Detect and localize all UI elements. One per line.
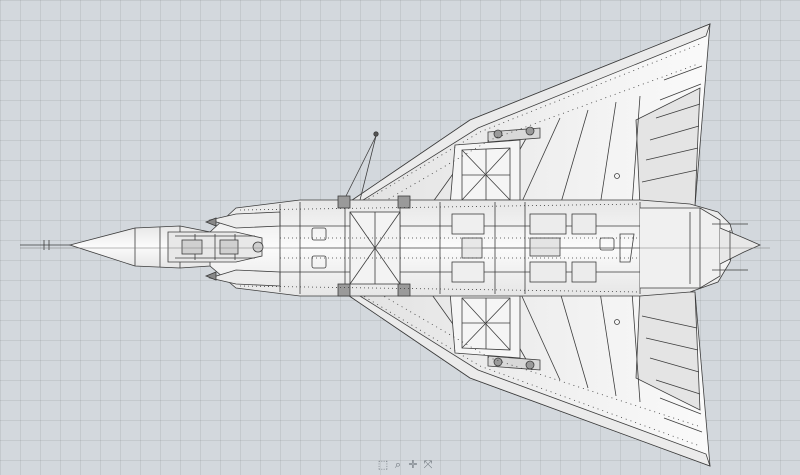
navigation-toolbar: ⬚ ⌕ ✛ ⤧ [376,457,435,473]
fuselage [20,195,761,297]
zoom-window-icon[interactable]: ⬚ [377,458,389,471]
zoom-extents-icon[interactable]: ⤧ [423,458,433,471]
zoom-icon[interactable]: ⌕ [394,458,402,471]
lower-wing [340,290,711,467]
pan-icon[interactable]: ✛ [408,458,418,471]
upper-wing [340,23,711,208]
